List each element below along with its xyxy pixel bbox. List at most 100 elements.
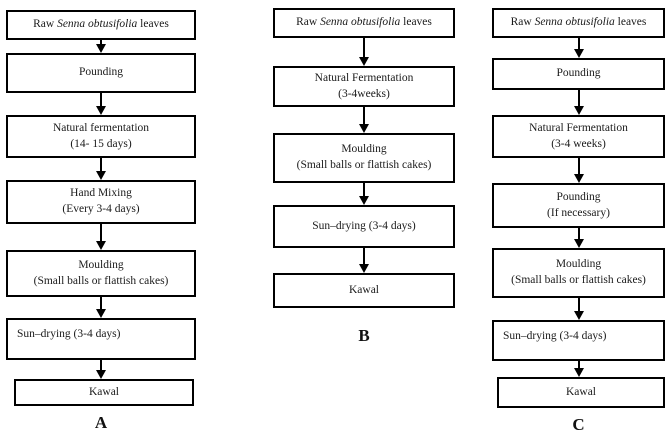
down-arrow [573,38,585,58]
step-sun-drying: Sun–drying (3-4 days) [492,320,665,361]
arrow-head-icon [573,239,584,248]
step-moulding: Moulding (Small balls or flattish cakes) [6,250,196,297]
step-raw-leaves: Raw Senna obtusifolia leaves [273,8,455,38]
step-text: Raw Senna obtusifolia leaves [510,16,647,29]
step-line1: Moulding [555,258,602,271]
arrow-shaft [363,183,365,199]
step-line2: (If necessary) [547,206,610,219]
arrow-shaft [577,158,580,177]
step-line2: (Every 3-4 days) [62,203,140,215]
down-arrow [358,248,370,273]
arrow-head-icon [96,44,106,53]
arrow-shaft [100,360,102,373]
arrow-shaft [363,38,365,60]
step-line2: (3-4weeks) [338,87,390,100]
species-name: Senna obtusifolia [534,16,615,29]
down-arrow [573,90,585,115]
down-arrow [358,107,370,133]
arrow-head-icon [96,370,106,379]
arrow-shaft [363,107,365,127]
down-arrow [95,224,107,250]
down-arrow [573,228,585,248]
step-line1: Sun–drying (3-4 days) [312,219,416,232]
step-line2: (Small balls or flattish cakes) [511,274,646,286]
step-kawal: Kawal [273,273,455,308]
arrow-shaft [577,38,580,52]
step-line1: Kawal [348,283,379,296]
flowchart-label-c: C [572,415,585,434]
down-arrow [95,158,107,180]
down-arrow [573,158,585,183]
step-line2: (3-4 weeks) [551,137,606,150]
arrow-shaft [363,248,365,267]
arrow-head-icon [573,368,584,377]
arrow-head-icon [573,49,584,58]
arrow-head-icon [359,264,369,273]
arrow-head-icon [96,106,106,115]
arrow-shaft [100,158,102,174]
down-arrow [358,183,370,205]
step-line1: Moulding [78,258,124,271]
step-sun-drying: Sun–drying (3-4 days) [273,205,455,248]
arrow-head-icon [359,57,369,66]
arrow-shaft [577,298,580,314]
arrow-head-icon [96,171,106,180]
step-moulding: Moulding (Small balls or flattish cakes) [492,248,665,298]
step-line1: Hand Mixing [70,187,132,200]
arrow-shaft [577,90,580,109]
step-natural-fermentation: Natural Fermentation (3-4weeks) [273,66,455,107]
arrow-shaft [577,228,580,242]
step-natural-fermentation: Natural fermentation (14- 15 days) [6,115,196,158]
step-line1: Natural Fermentation [529,121,628,134]
flowchart-b: Raw Senna obtusifolia leaves Natural Fer… [273,0,455,444]
step-line1: Kawal [565,385,596,398]
flowchart-label-a: A [94,413,108,432]
down-arrow [95,297,107,318]
down-arrow [95,93,107,115]
arrow-shaft [100,224,102,244]
step-natural-fermentation: Natural Fermentation (3-4 weeks) [492,115,665,158]
step-pounding: Pounding [6,53,196,93]
step-line1: Moulding [341,143,387,156]
step-sun-drying: Sun–drying (3-4 days) [6,318,196,360]
step-line1: Natural Fermentation [314,71,414,84]
arrow-shaft [100,40,102,47]
species-name: Senna obtusifolia [57,18,138,31]
step-line2: (Small balls or flattish cakes) [33,274,169,287]
arrow-shaft [577,361,580,371]
step-raw-leaves: Raw Senna obtusifolia leaves [492,8,665,38]
arrow-head-icon [96,241,106,250]
flowchart-a: Raw Senna obtusifolia leaves Pounding Na… [6,0,196,444]
step-line1: Pounding [78,66,124,79]
step-text: Raw Senna obtusifolia leaves [296,16,432,29]
step-line1: Sun–drying (3-4 days) [503,330,607,342]
arrow-head-icon [359,124,369,133]
flowchart-label-b: B [358,326,370,345]
arrow-head-icon [573,174,584,183]
arrow-head-icon [573,106,584,115]
down-arrow [573,361,585,377]
step-line1: Kawal [88,385,119,398]
down-arrow [573,298,585,320]
arrow-head-icon [573,311,584,320]
step-line1: Pounding [556,190,601,203]
step-line2: (14- 15 days) [70,137,132,150]
species-name: Senna obtusifolia [320,16,401,29]
down-arrow [95,40,107,53]
step-line1: Natural fermentation [52,121,150,134]
step-hand-mixing: Hand Mixing (Every 3-4 days) [6,180,196,224]
step-kawal: Kawal [14,379,194,406]
step-line1: Pounding [556,67,601,80]
step-kawal: Kawal [497,377,665,408]
flowchart-c: Raw Senna obtusifolia leaves Pounding Na… [492,0,665,444]
step-raw-leaves: Raw Senna obtusifolia leaves [6,10,196,40]
step-moulding: Moulding (Small balls or flattish cakes) [273,133,455,183]
step-line1: Sun–drying (3-4 days) [17,328,121,340]
step-line2: (Small balls or flattish cakes) [296,159,432,171]
arrow-head-icon [359,196,369,205]
step-text: Raw Senna obtusifolia leaves [33,18,169,31]
arrow-shaft [100,297,102,312]
arrow-head-icon [96,309,106,318]
down-arrow [358,38,370,66]
